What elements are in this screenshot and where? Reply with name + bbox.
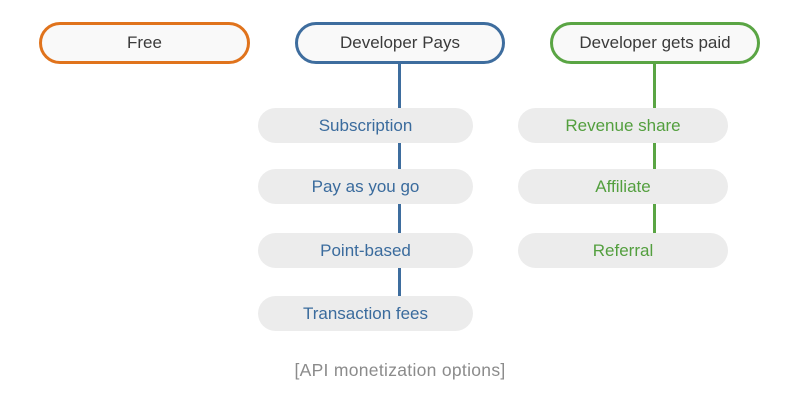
category-pill-developer-pays: Developer Pays xyxy=(295,22,505,64)
option-pill-revenue-share: Revenue share xyxy=(518,108,728,143)
option-pill-pay-as-you-go: Pay as you go xyxy=(258,169,473,204)
category-pill-developer-gets-paid: Developer gets paid xyxy=(550,22,760,64)
option-pill-affiliate: Affiliate xyxy=(518,169,728,204)
diagram-caption: [API monetization options] xyxy=(294,360,506,380)
category-pill-free: Free xyxy=(39,22,250,64)
option-pill-point-based: Point-based xyxy=(258,233,473,268)
option-pill-subscription: Subscription xyxy=(258,108,473,143)
option-pill-referral: Referral xyxy=(518,233,728,268)
connector-line-developer-gets-paid xyxy=(653,63,656,233)
option-pill-transaction-fees: Transaction fees xyxy=(258,296,473,331)
